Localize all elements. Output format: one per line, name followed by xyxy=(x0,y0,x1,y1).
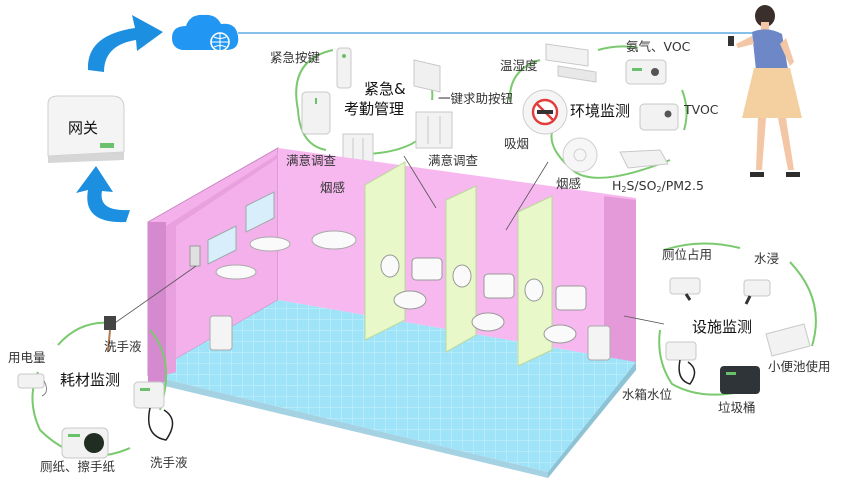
person-illustration xyxy=(728,5,802,177)
tvoc-sensor-device xyxy=(640,104,678,130)
power-label: 用电量 xyxy=(8,352,46,365)
paper-label: 厕纸、擦手纸 xyxy=(40,461,115,474)
help-button-device xyxy=(414,60,440,92)
help-button-label: 一键求助按钮 xyxy=(438,93,513,106)
ammonia-voc-label: 氨气、VOC xyxy=(626,41,690,54)
paper-sensor-device xyxy=(62,428,108,458)
occupancy-label: 厕位占用 xyxy=(662,249,712,262)
emergency-title-line1: 紧急& xyxy=(364,82,406,97)
consumables-title: 耗材监测 xyxy=(60,373,120,388)
upload-arrow-icon xyxy=(88,15,163,72)
humidity-sensor-device xyxy=(546,44,596,82)
emergency-button-label: 紧急按键 xyxy=(270,52,320,65)
soap-top-label: 洗手液 xyxy=(104,341,142,354)
room-smoke-label: 烟感 xyxy=(320,182,345,195)
tvoc-label: TVOC xyxy=(684,104,719,117)
ammonia-sensor-device xyxy=(626,60,666,84)
air-quality-sensor-device xyxy=(620,150,668,168)
return-arrow-icon xyxy=(76,166,130,222)
humidity-label: 温湿度 xyxy=(500,60,538,73)
emergency-title-line2: 考勤管理 xyxy=(344,102,404,117)
call-button-device xyxy=(302,92,330,134)
emergency-button-device xyxy=(337,48,351,88)
no-smoking-icon xyxy=(523,90,567,134)
satisfaction-right-label: 满意调查 xyxy=(428,155,478,168)
facilities-title: 设施监测 xyxy=(692,320,752,335)
smoke-sensor-label: 烟感 xyxy=(556,178,581,191)
cloud-icon xyxy=(172,15,238,51)
air-quality-label: H2S/SO2/PM2.5 xyxy=(612,180,704,194)
satisfaction-left-label: 满意调查 xyxy=(286,155,336,168)
trash-bin-sensor-device xyxy=(720,366,760,394)
soap-bottom-label: 洗手液 xyxy=(150,457,188,470)
tank-label: 水箱水位 xyxy=(622,389,672,402)
flood-sensor-device xyxy=(744,280,770,304)
soap-sensor-bottom-device xyxy=(134,382,173,440)
urinal-label: 小便池使用 xyxy=(768,361,831,374)
flood-label: 水浸 xyxy=(754,253,779,266)
urinal-sensor-device xyxy=(766,324,810,356)
gateway-label: 网关 xyxy=(68,121,98,136)
environment-title: 环境监测 xyxy=(570,104,630,119)
smoke-detector-device xyxy=(563,138,597,172)
satisfaction-panel-right xyxy=(416,112,452,148)
tank-level-sensor-device xyxy=(666,342,696,384)
smoking-label: 吸烟 xyxy=(504,138,529,151)
trash-label: 垃圾桶 xyxy=(718,402,756,415)
occupancy-sensor-device xyxy=(670,278,700,300)
restroom-room xyxy=(148,148,636,478)
